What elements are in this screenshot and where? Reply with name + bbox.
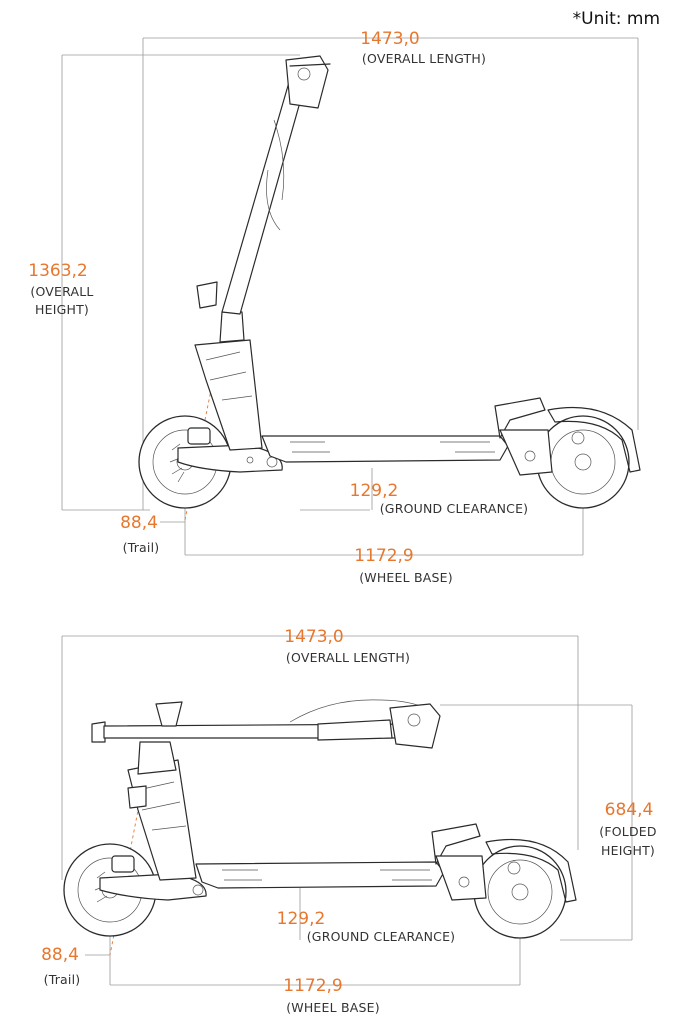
- folded-scooter-view: 1473,0 (OVERALL LENGTH) 684,4 (FOLDED HE…: [41, 627, 656, 1015]
- overall-height-label-1: (OVERALL: [30, 284, 93, 299]
- unit-note: *Unit: mm: [573, 9, 660, 29]
- steering-stem: [221, 55, 331, 315]
- wheel-base-value: 1172,9: [354, 546, 413, 566]
- overall-height-value: 1363,2: [28, 261, 87, 281]
- folded-ground-clearance-label: (GROUND CLEARANCE): [307, 929, 456, 944]
- folded-overall-length-label: (OVERALL LENGTH): [286, 650, 410, 665]
- folded-overall-length-value: 1473,0: [284, 627, 343, 647]
- folded-ground-clearance-value: 129,2: [277, 909, 326, 929]
- rear-wheel: [536, 406, 641, 509]
- wheel-base-label: (WHEEL BASE): [359, 570, 453, 585]
- folded-rear-wheel: [473, 838, 577, 939]
- folded-steering-stem: [91, 699, 441, 749]
- overall-length-value: 1473,0: [360, 29, 419, 49]
- front-fork: [177, 281, 283, 473]
- folded-height-label-2: HEIGHT): [601, 843, 655, 858]
- folded-wheel-base-label: (WHEEL BASE): [286, 1000, 380, 1015]
- trail-label: (Trail): [123, 540, 160, 555]
- folded-trail-value: 88,4: [41, 945, 79, 965]
- ground-clearance-value: 129,2: [350, 481, 399, 501]
- folded-height-label-1: (FOLDED: [599, 824, 656, 839]
- trail-value: 88,4: [120, 513, 158, 533]
- overall-length-label: (OVERALL LENGTH): [362, 51, 486, 66]
- overall-height-label-2: HEIGHT): [35, 302, 89, 317]
- ground-clearance-label: (GROUND CLEARANCE): [380, 501, 529, 516]
- upright-scooter-view: 1473,0 (OVERALL LENGTH) 1363,2 (OVERALL …: [28, 29, 641, 585]
- folded-wheel-base-value: 1172,9: [283, 976, 342, 996]
- folded-deck: [195, 823, 487, 901]
- folded-front-fork: [99, 741, 207, 901]
- folded-height-value: 684,4: [605, 800, 654, 820]
- deck: [261, 397, 553, 476]
- folded-trail-label: (Trail): [44, 972, 81, 987]
